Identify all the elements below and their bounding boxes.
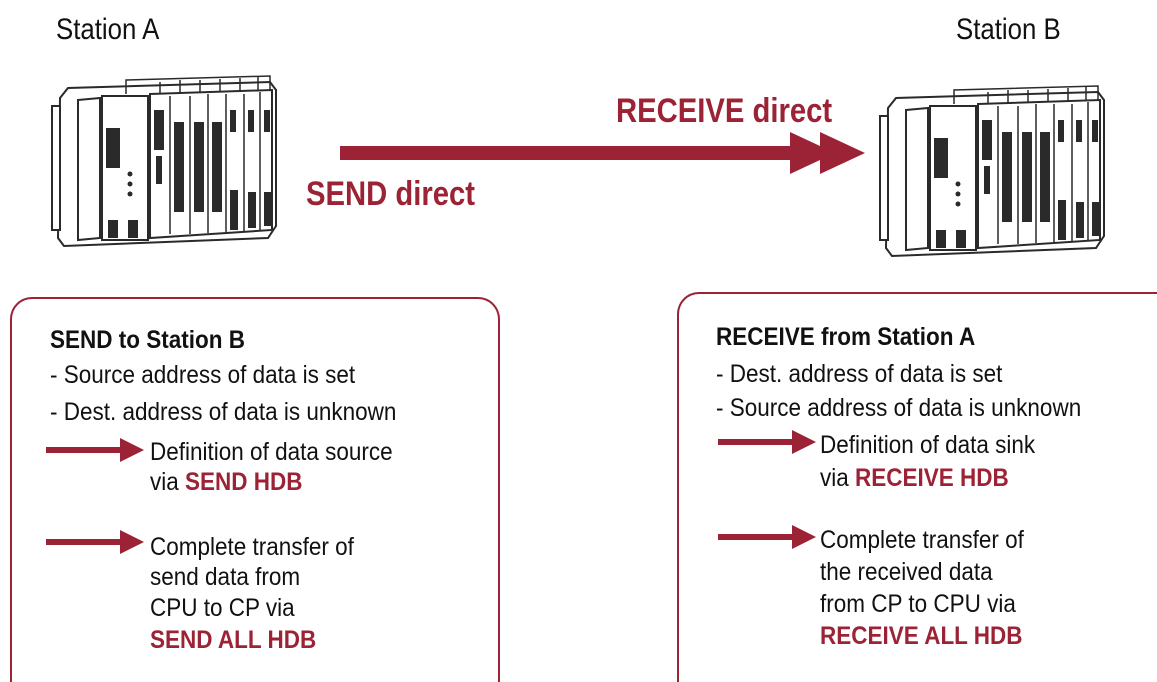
receive-panel [677,292,1157,682]
station-a-plc-icon [51,75,277,248]
receive-direct-label: RECEIVE direct [616,92,833,130]
send-step2-line3: CPU to CP via [150,594,295,622]
send-bullet-source: - Source address of data is set [50,361,356,389]
station-b-plc-icon [879,85,1105,258]
receive-bullet-source: - Source address of data is unknown [716,394,1082,422]
send-hdb-highlight: SEND HDB [185,468,303,496]
send-step2-line1: Complete transfer of [150,533,354,561]
send-bullet-dest: - Dest. address of data is unknown [50,398,397,426]
send-step1-arrow-icon [46,438,144,462]
send-step1-line1: Definition of data source [150,438,393,466]
send-all-hdb-highlight: SEND ALL HDB [150,626,317,654]
receive-step1-line1: Definition of data sink [820,431,1036,459]
receive-step2-line2: the received data [820,558,993,586]
send-panel-title: SEND to Station B [50,326,246,354]
double-arrow-right-icon [340,132,865,174]
send-step1-prefix: via [150,468,186,496]
receive-step2-line3: from CP to CPU via [820,590,1016,618]
receive-step1-arrow-icon [718,430,816,454]
receive-all-hdb-highlight: RECEIVE ALL HDB [820,622,1023,650]
send-direct-label: SEND direct [306,175,475,213]
station-b-label: Station B [956,13,1061,46]
send-panel [10,297,500,682]
send-step1-line2: via SEND HDB [150,470,303,495]
receive-step2-arrow-icon [718,525,816,549]
receive-step2-line1: Complete transfer of [820,526,1024,554]
receive-step1-line2: via RECEIVE HDB [820,466,1009,491]
receive-hdb-highlight: RECEIVE HDB [855,464,1009,492]
receive-step1-prefix: via [820,464,856,492]
station-a-label: Station A [56,13,160,46]
send-step2-arrow-icon [46,530,144,554]
receive-bullet-dest: - Dest. address of data is set [716,360,1003,388]
receive-panel-title: RECEIVE from Station A [716,323,976,351]
send-step2-line2: send data from [150,563,301,591]
